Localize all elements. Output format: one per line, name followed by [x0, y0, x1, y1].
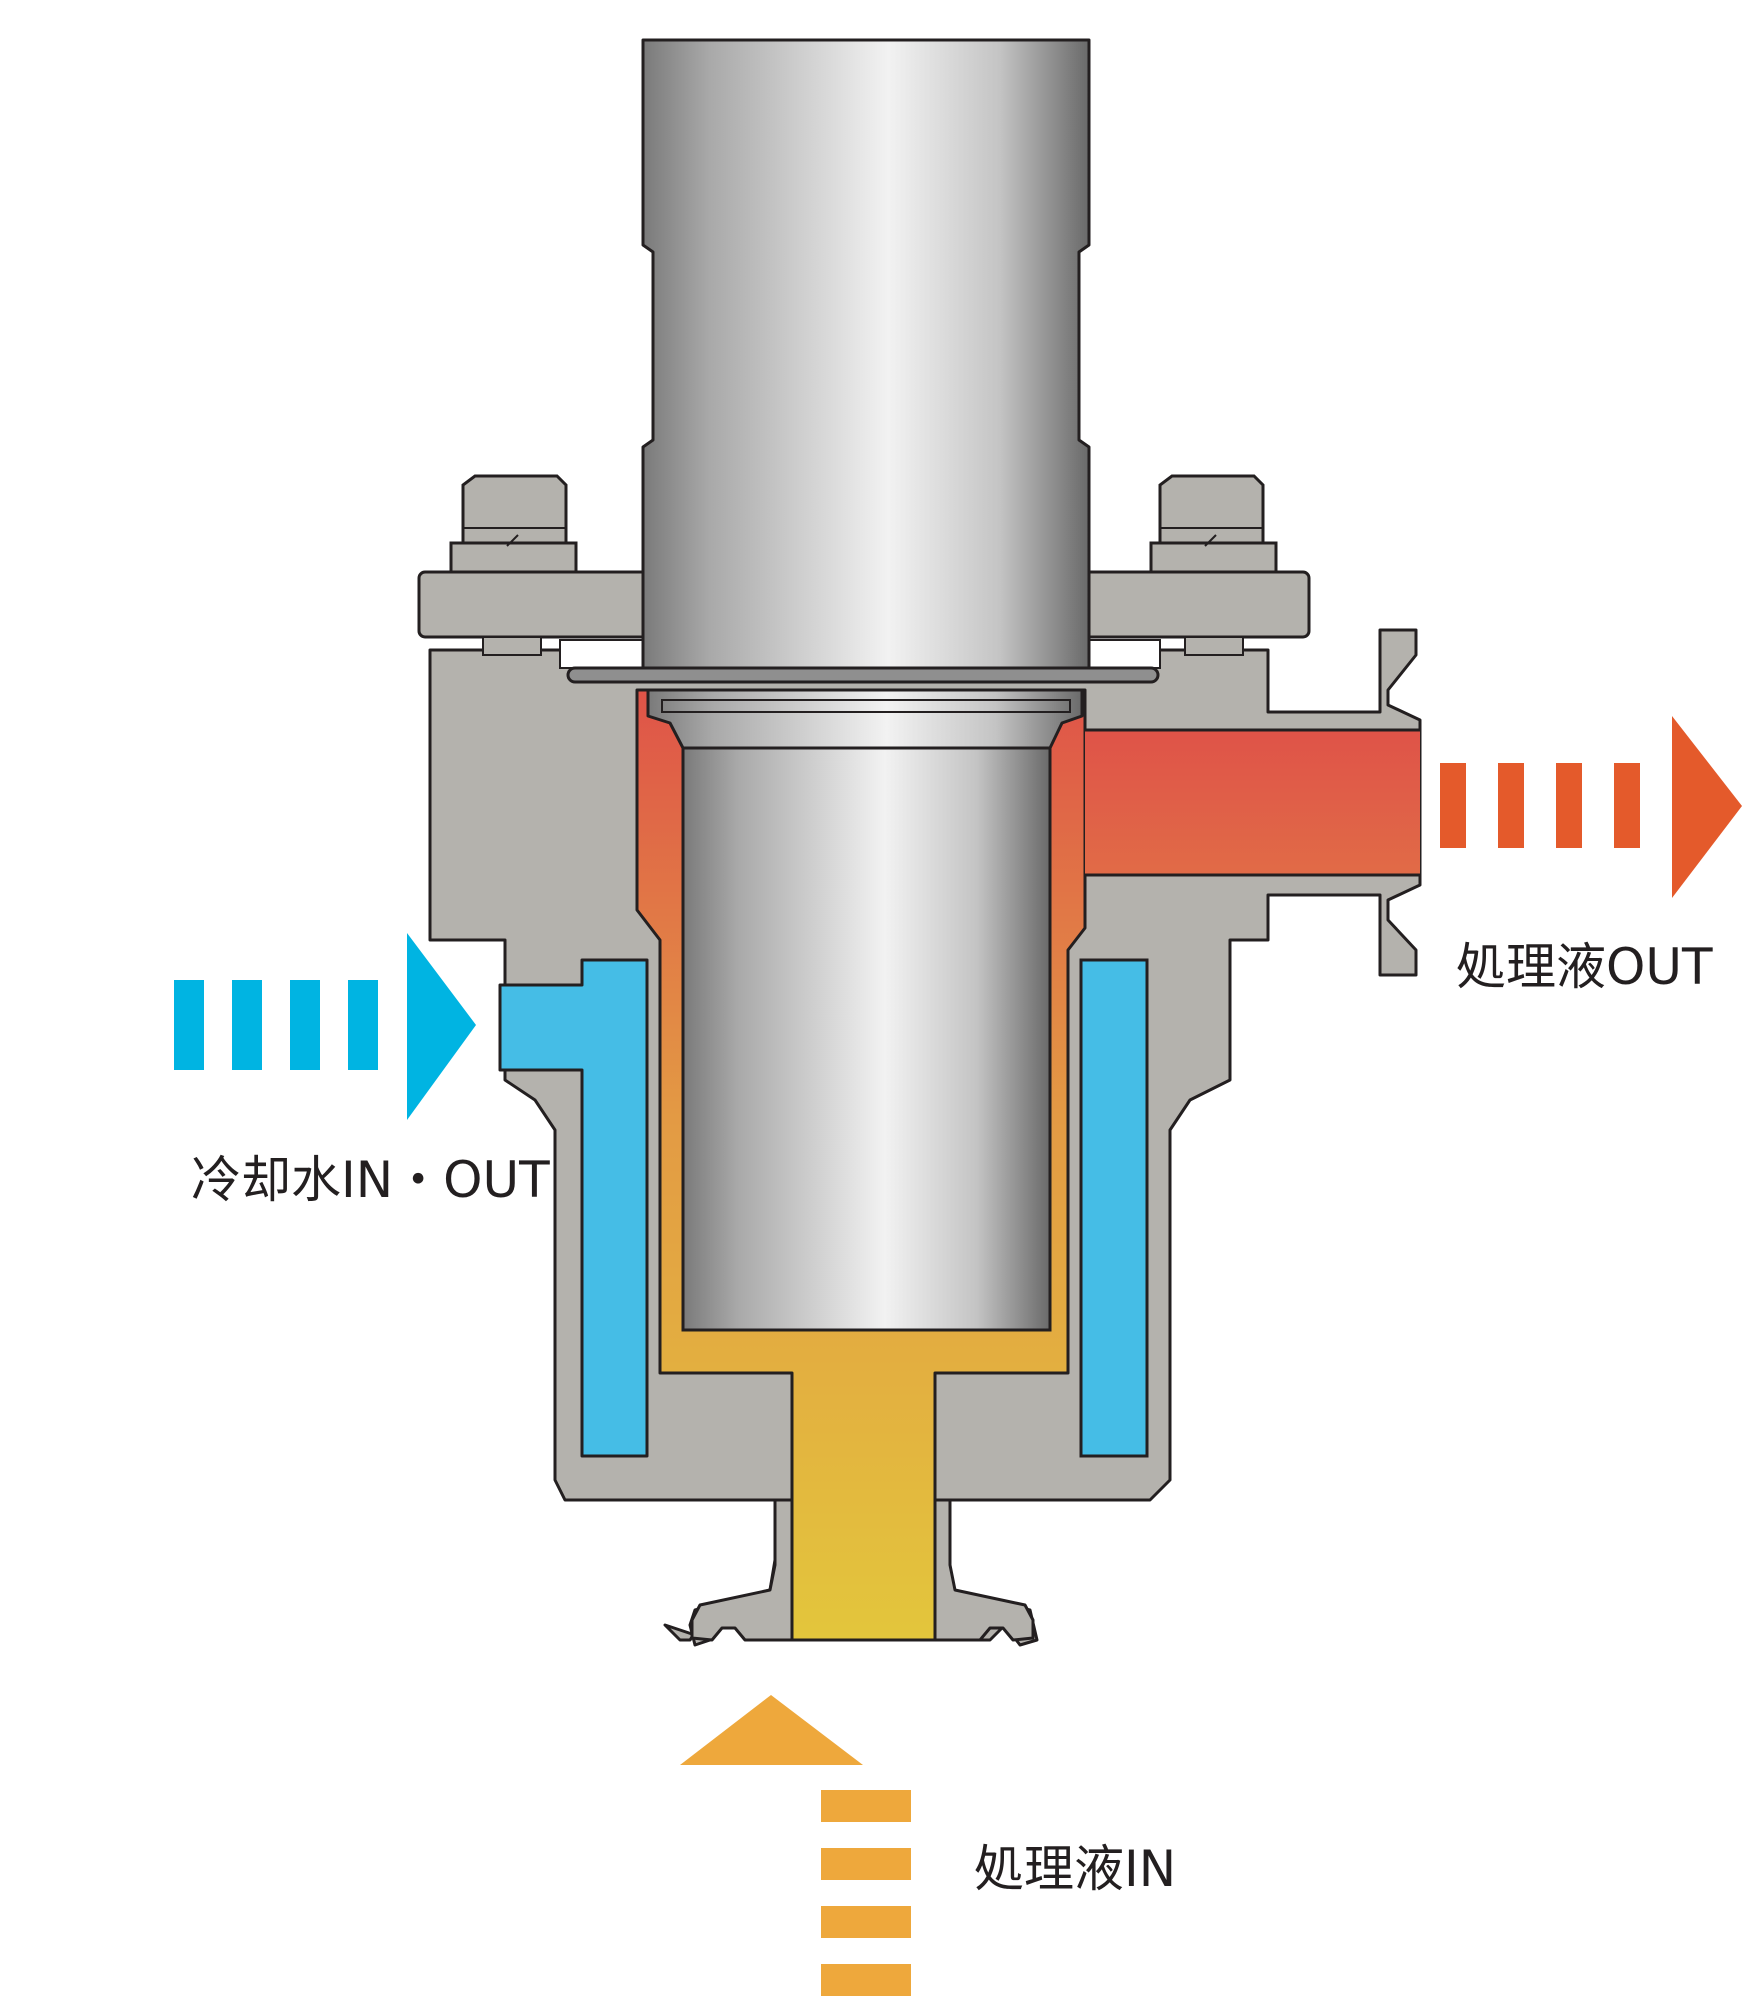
gasket-ring: [566, 666, 1160, 684]
cooling-water-label: 冷却水IN・OUT: [191, 1151, 550, 1209]
liquid-out-arrow: [1440, 716, 1742, 898]
liquid-outlet-channel: [1085, 730, 1420, 875]
ultrasonic-horn: [641, 38, 1091, 1332]
liquid-out-label: 処理液OUT: [1456, 938, 1713, 996]
bolt-left: [449, 474, 578, 656]
cooling-water-arrow: [174, 933, 476, 1120]
bolt-right: [1149, 474, 1278, 656]
liquid-in-label: 処理液IN: [974, 1840, 1176, 1898]
cooling-jacket-right: [1079, 958, 1149, 1458]
liquid-in-arrow: [680, 1695, 911, 1996]
cooling-jacket-left: [498, 958, 649, 1458]
